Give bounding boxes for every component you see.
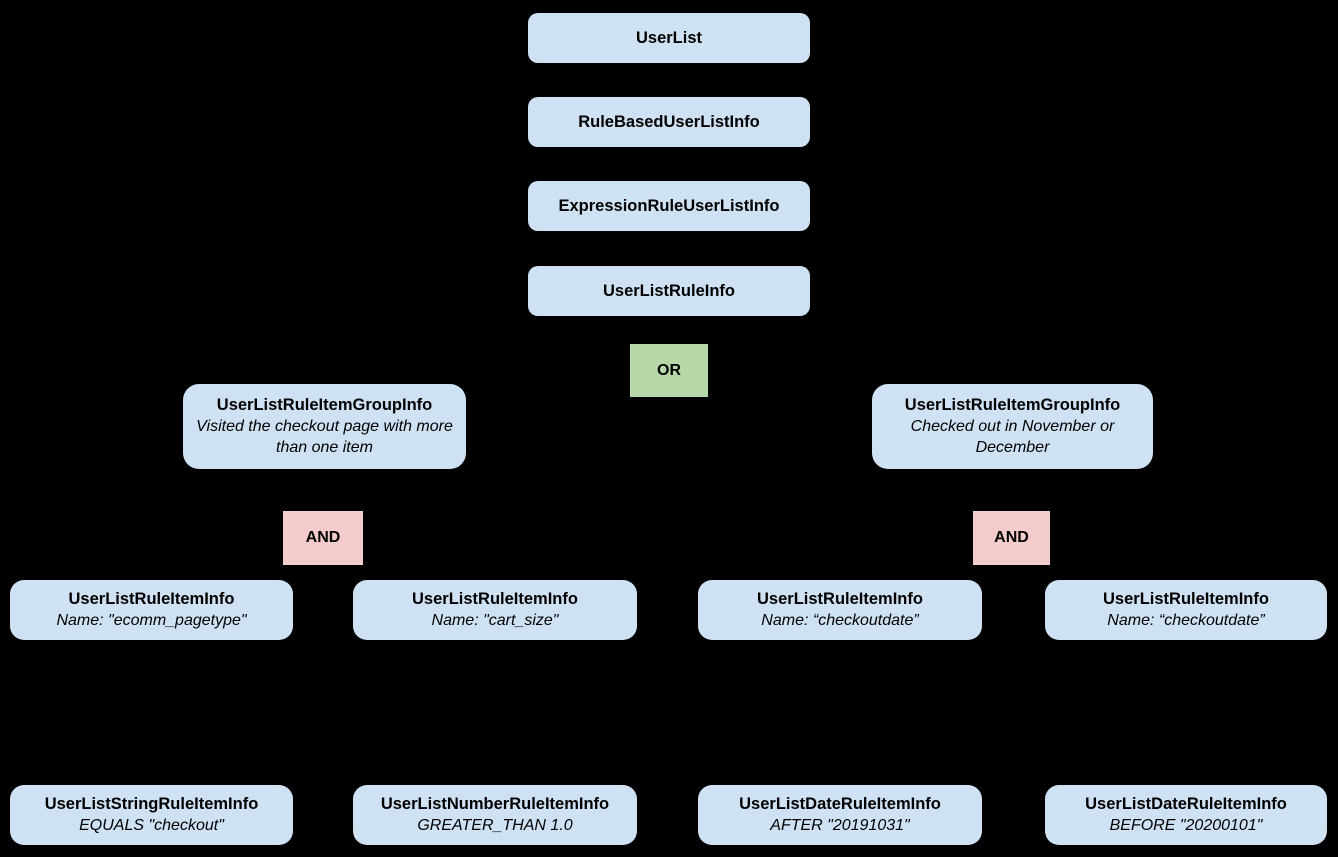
and-operator-left: AND	[283, 511, 363, 565]
node-rule-item-group-left: UserListRuleItemGroupInfo Visited the ch…	[183, 384, 466, 469]
node-label: UserListRuleItemGroupInfo	[904, 396, 1121, 414]
and-label: AND	[994, 529, 1029, 546]
node-expressionruleuserlistinfo: ExpressionRuleUserListInfo	[528, 181, 810, 231]
node-label: UserListRuleInfo	[602, 281, 736, 300]
node-description: Name: "ecomm_pagetype"	[56, 612, 247, 629]
node-string-rule-item: UserListStringRuleItemInfo EQUALS "check…	[10, 785, 293, 845]
node-label: UserListDateRuleItemInfo	[1085, 795, 1287, 813]
or-label: OR	[657, 361, 681, 379]
node-label: UserList	[635, 28, 703, 47]
and-operator-right: AND	[973, 511, 1050, 565]
node-label: UserListStringRuleItemInfo	[44, 795, 259, 813]
node-rule-item-cart-size: UserListRuleItemInfo Name: "cart_size"	[353, 580, 637, 640]
node-label: RuleBasedUserListInfo	[578, 112, 760, 131]
node-number-rule-item: UserListNumberRuleItemInfo GREATER_THAN …	[353, 785, 637, 845]
node-label: UserListRuleItemGroupInfo	[216, 396, 433, 414]
and-label: AND	[305, 529, 341, 546]
node-description: AFTER "20191031"	[770, 817, 910, 834]
node-date-rule-item-after: UserListDateRuleItemInfo AFTER "20191031…	[698, 785, 982, 845]
node-description: Name: “checkoutdate”	[1107, 612, 1265, 629]
or-operator: OR	[630, 344, 708, 397]
node-userlist: UserList	[528, 13, 810, 63]
node-description: GREATER_THAN 1.0	[417, 817, 573, 834]
node-label: ExpressionRuleUserListInfo	[558, 196, 780, 215]
node-rulebaseduserlistinfo: RuleBasedUserListInfo	[528, 97, 810, 147]
node-label: UserListRuleItemInfo	[757, 590, 923, 608]
node-label: UserListRuleItemInfo	[412, 590, 578, 608]
node-date-rule-item-before: UserListDateRuleItemInfo BEFORE "2020010…	[1045, 785, 1327, 845]
node-description: Name: "cart_size"	[431, 612, 559, 629]
node-description: BEFORE "20200101"	[1109, 817, 1263, 834]
node-label: UserListRuleItemInfo	[68, 590, 235, 608]
node-rule-item-checkoutdate-1: UserListRuleItemInfo Name: “checkoutdate…	[698, 580, 982, 640]
node-rule-item-ecomm-pagetype: UserListRuleItemInfo Name: "ecomm_pagety…	[10, 580, 293, 640]
node-rule-item-checkoutdate-2: UserListRuleItemInfo Name: “checkoutdate…	[1045, 580, 1327, 640]
node-rule-item-group-right: UserListRuleItemGroupInfo Checked out in…	[872, 384, 1153, 469]
node-label: UserListNumberRuleItemInfo	[380, 795, 610, 813]
node-description: Checked out in November or December	[910, 418, 1115, 456]
node-description: Name: “checkoutdate”	[761, 612, 919, 629]
node-userlistruleinfo: UserListRuleInfo	[528, 266, 810, 316]
node-label: UserListDateRuleItemInfo	[739, 795, 941, 813]
node-description: Visited the checkout page with more than…	[196, 418, 453, 456]
node-label: UserListRuleItemInfo	[1103, 590, 1269, 608]
node-description: EQUALS "checkout"	[79, 817, 224, 834]
